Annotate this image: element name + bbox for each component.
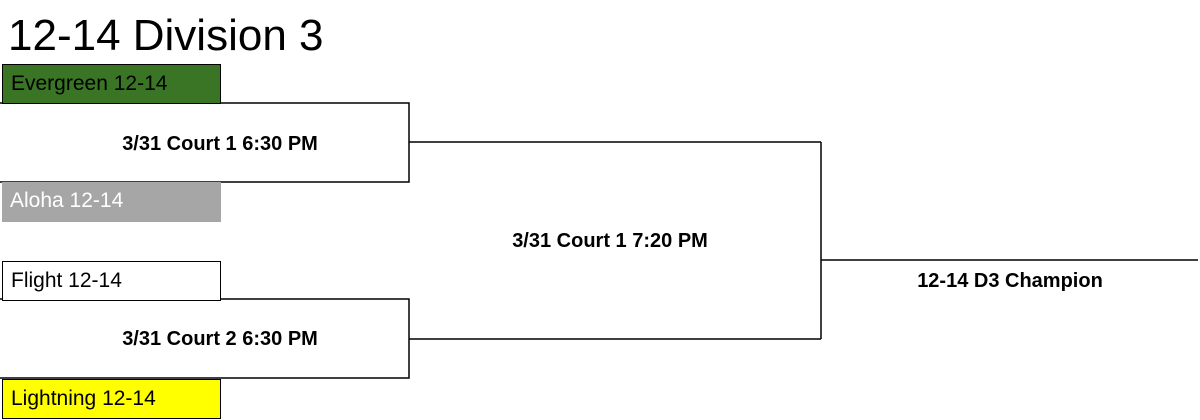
team-slot-lightning: Lightning 12-14 [2, 379, 221, 419]
team-name: Flight 12-14 [11, 269, 122, 292]
final-game-label: 3/31 Court 1 7:20 PM [512, 230, 708, 252]
champion-label: 12-14 D3 Champion [917, 270, 1103, 292]
team-name: Evergreen 12-14 [11, 72, 168, 95]
team-slot-flight: Flight 12-14 [2, 261, 221, 301]
team-slot-aloha: Aloha 12-14 [2, 182, 221, 222]
team-slot-evergreen: Evergreen 12-14 [2, 64, 221, 104]
game-1-label: 3/31 Court 1 6:30 PM [122, 133, 318, 155]
team-name: Lightning 12-14 [11, 387, 156, 410]
bracket-title: 12-14 Division 3 [8, 11, 324, 60]
game-2-label: 3/31 Court 2 6:30 PM [122, 328, 318, 350]
team-name: Aloha 12-14 [10, 189, 124, 212]
